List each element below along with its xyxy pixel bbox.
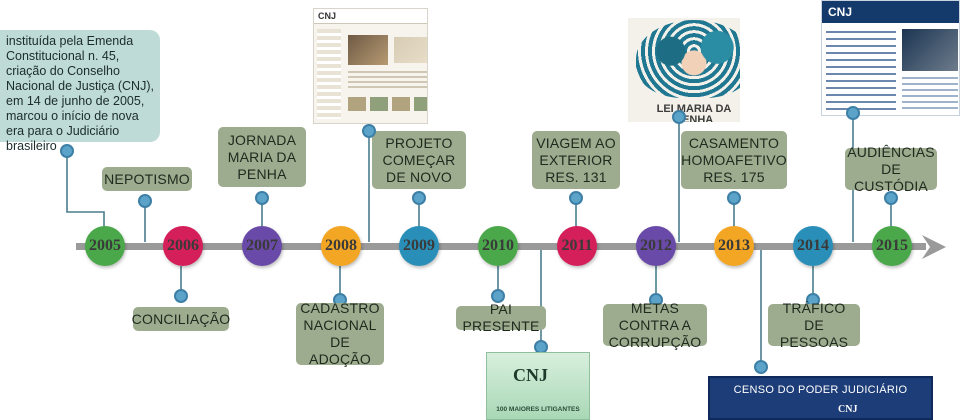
node-conciliacao — [174, 289, 188, 303]
thumbnail-maiores-litigantes: CNJ 100 MAIORES LITIGANTES — [486, 352, 590, 420]
event-nepotismo: NEPOTISMO — [102, 167, 192, 191]
censo-title: CENSO DO PODER JUDICIÁRIO — [733, 384, 908, 396]
node-casamento — [727, 191, 741, 205]
litigantes-caption: 100 MAIORES LITIGANTES — [496, 406, 580, 413]
cnj-logo: CNJ — [822, 1, 959, 23]
node-nepotismo — [138, 194, 152, 208]
cnj-logo: CNJ — [513, 365, 548, 385]
node-audiencias — [884, 191, 898, 205]
event-jornada-maria-da-penha: JORNADA MARIA DA PENHA — [218, 127, 306, 187]
year-2009: 2009 — [399, 226, 439, 266]
thumbnail-lei-maria-da-penha: LEI MARIA DA PENHA — [628, 18, 740, 122]
event-trafico-de-pessoas: TRÁFICO DE PESSOAS — [768, 300, 860, 350]
event-casamento-homoafetivo: CASAMENTO HOMOAFETIVO RES. 175 — [681, 131, 787, 189]
poster-caption: LEI MARIA DA PENHA — [656, 103, 732, 123]
node-cnj-site-2015 — [846, 106, 860, 120]
year-2013: 2013 — [714, 226, 754, 266]
year-2014: 2014 — [793, 226, 833, 266]
event-conciliacao: CONCILIAÇÃO — [132, 307, 230, 331]
node-viagem — [569, 191, 583, 205]
node-intro — [60, 144, 74, 158]
thumbnail-censo: CENSO DO PODER JUDICIÁRIO CNJ — [708, 376, 933, 420]
node-jornada — [255, 191, 269, 205]
node-censo — [754, 360, 768, 374]
event-cadastro-nacional-de-adocao: CADASTRO NACIONAL DE ADOÇÃO — [296, 300, 384, 367]
connector-intro — [66, 152, 105, 238]
intro-callout: instituída pela Emenda Constitucional n.… — [0, 30, 160, 153]
event-audiencias-de-custodia: AUDIÊNCIAS DE CUSTÓDIA — [845, 144, 937, 194]
year-2008: 2008 — [321, 226, 361, 266]
thumbnail-cnj-site-2015: CNJ — [821, 0, 960, 116]
year-2007: 2007 — [242, 226, 282, 266]
node-cnj-site-2008 — [362, 124, 376, 138]
year-2010: 2010 — [478, 226, 518, 266]
year-2012: 2012 — [636, 226, 676, 266]
event-projeto-comecar-de-novo: PROJETO COMEÇAR DE NOVO — [372, 131, 466, 189]
year-2015: 2015 — [872, 226, 912, 266]
event-viagem-ao-exterior: VIAGEM AO EXTERIOR RES. 131 — [532, 131, 620, 189]
node-lei-maria — [672, 110, 686, 124]
year-2006: 2006 — [163, 226, 203, 266]
cnj-logo: CNJ — [314, 9, 427, 24]
year-2005: 2005 — [85, 226, 125, 266]
year-2011: 2011 — [557, 226, 597, 266]
cnj-logo: CNJ — [838, 404, 858, 415]
event-metas-contra-a-corrupcao: METAS CONTRA A CORRUPÇÃO — [603, 300, 707, 350]
node-pai — [491, 289, 505, 303]
event-pai-presente: PAI PRESENTE — [456, 301, 546, 334]
poster-illustration — [636, 20, 740, 98]
node-projeto — [412, 191, 426, 205]
thumbnail-cnj-site-2008: CNJ — [313, 8, 428, 124]
timeline-arrowhead — [922, 235, 946, 259]
